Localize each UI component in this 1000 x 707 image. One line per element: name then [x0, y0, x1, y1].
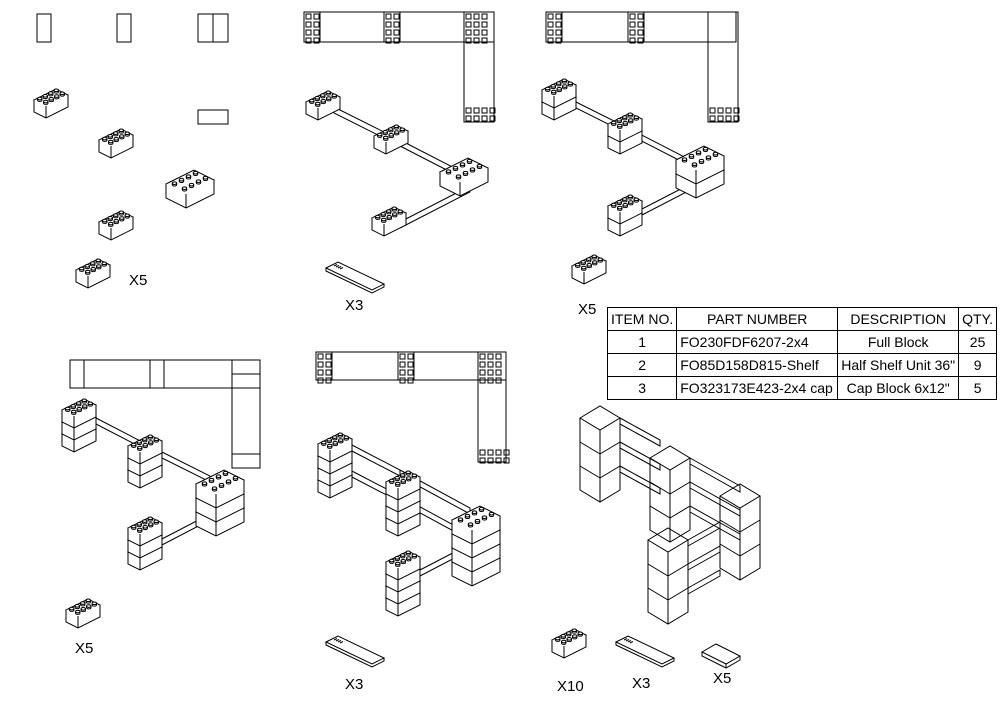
bill-of-materials-table: ITEM NO. PART NUMBER DESCRIPTION QTY. 1 …: [606, 307, 998, 400]
bom-header-part-number: PART NUMBER: [676, 307, 839, 331]
cap-block-icon: [700, 643, 742, 669]
step2-stud-marks: [385, 13, 400, 44]
step3-plan-view: [545, 11, 739, 123]
step2-shelf-icon: [324, 261, 386, 294]
bom-qty: 25: [958, 330, 998, 354]
bom-header-qty: QTY.: [958, 307, 998, 331]
step3-stud-marks: [709, 107, 740, 122]
bom-qty: 5: [958, 376, 998, 400]
bom-header-item-no: ITEM NO.: [606, 307, 678, 331]
bom-row: 2 FO85D158D815-Shelf Half Shelf Unit 36"…: [606, 353, 998, 377]
bom-part-number: FO85D158D815-Shelf: [676, 353, 839, 377]
step4-block-stack: [126, 516, 164, 571]
bom-description: Half Shelf Unit 36": [837, 353, 960, 377]
step6-cap-qty: X5: [713, 670, 732, 687]
bom-part-number: FO323173E423-2x4 cap: [676, 376, 839, 400]
step5-stud-marks: [479, 449, 510, 464]
step2-block: [438, 157, 490, 197]
step3-part-block: [570, 254, 608, 285]
bom-item-no: 3: [606, 376, 678, 400]
step1-wide-block: [164, 169, 216, 209]
bom-row: 1 FO230FDF6207-2x4 Full Block 25: [606, 330, 998, 354]
step2-stud-marks: [465, 107, 496, 122]
bom-row: 3 FO323173E423-2x4 cap Cap Block 6x12" 5: [606, 376, 998, 400]
step6-shelf-qty: X3: [632, 675, 651, 692]
step5-block-stack: [384, 550, 422, 617]
step3-block-qty: X5: [578, 301, 597, 318]
step1-plan-view: [36, 13, 229, 125]
bom-item-no: 1: [606, 330, 678, 354]
step6-shelf-icon: [614, 635, 676, 668]
step2-stud-marks: [465, 13, 488, 44]
step5-block-stack: [384, 470, 422, 537]
step4-part-block: [64, 598, 102, 629]
bom-item-no: 2: [606, 353, 678, 377]
step6-block-qty: X10: [557, 678, 584, 695]
step2-block: [370, 206, 408, 237]
step4-block-stack: [60, 398, 98, 453]
step1-block: [32, 88, 70, 119]
step4-block-stack: [126, 434, 164, 489]
step2-block: [304, 90, 342, 121]
step4-plan-view: [69, 359, 261, 469]
step4-block-stack: [194, 469, 246, 537]
step6-final-assembly: [579, 405, 761, 625]
step3-block-stack: [540, 78, 578, 121]
step1-block-qty: X5: [129, 272, 148, 289]
step5-stud-marks: [317, 353, 332, 384]
step5-block-stack: [450, 505, 502, 587]
bom-part-number: FO230FDF6207-2x4: [676, 330, 839, 354]
bom-qty: 9: [958, 353, 998, 377]
step1-block: [97, 128, 135, 159]
step2-block: [372, 124, 410, 155]
bom-header-description: DESCRIPTION: [837, 307, 960, 331]
step1-part-block: [74, 258, 112, 289]
step3-stud-marks: [629, 13, 644, 44]
step5-block-stack: [316, 432, 354, 499]
step3-stud-marks: [547, 13, 562, 44]
step5-shelf-icon: [324, 635, 386, 668]
step5-shelf-qty: X3: [345, 676, 364, 693]
step2-stud-marks: [305, 13, 320, 44]
step2-shelf-qty: X3: [345, 297, 364, 314]
step3-block-stack: [606, 112, 644, 155]
step3-block-stack: [674, 145, 726, 199]
step6-part-block: [550, 628, 588, 659]
bom-header-row: ITEM NO. PART NUMBER DESCRIPTION QTY.: [606, 307, 998, 331]
bom-description: Full Block: [837, 330, 960, 354]
step4-block-qty: X5: [75, 640, 94, 657]
step1-block: [97, 210, 135, 241]
step3-block-stack: [606, 194, 644, 237]
step5-stud-marks: [399, 353, 414, 384]
bom-description: Cap Block 6x12": [837, 376, 960, 400]
step5-plan-view: [315, 351, 507, 463]
step5-stud-marks: [479, 353, 502, 384]
